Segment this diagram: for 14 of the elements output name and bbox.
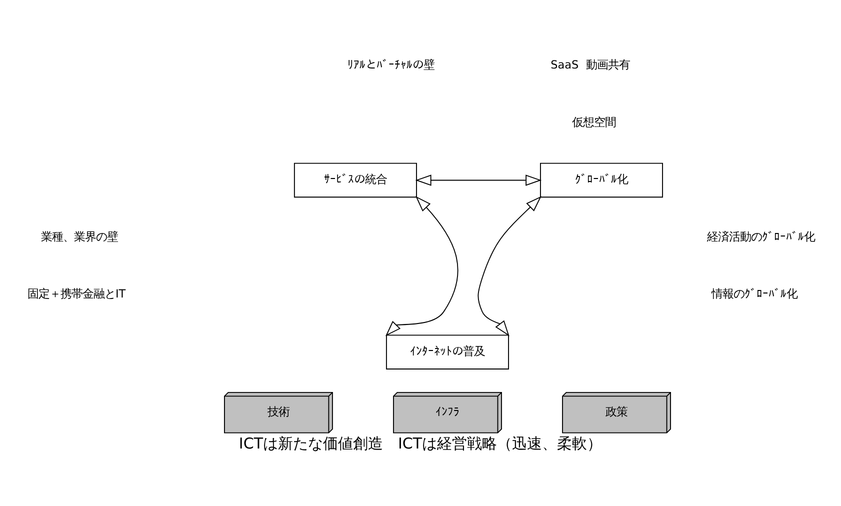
arrow <box>478 196 542 336</box>
caption: ICTは新たな価値創造 ICTは経営戦略（迅速、柔軟） <box>238 434 602 453</box>
label: ﾘｱﾙとﾊﾞｰﾁｬﾙの壁 <box>348 58 435 72</box>
node-box: ｲﾝﾀｰﾈｯﾄの普及 <box>386 334 509 370</box>
label: SaaS 動画共有 <box>550 58 630 72</box>
node-box: ｸﾞﾛｰﾊﾞﾙ化 <box>540 162 663 198</box>
label: 業種、業界の壁 <box>40 230 118 244</box>
label: 経済活動のｸﾞﾛｰﾊﾞﾙ化 <box>707 230 816 244</box>
arrow <box>385 196 458 336</box>
label: 情報のｸﾞﾛｰﾊﾞﾙ化 <box>712 288 798 301</box>
label: 固定＋携帯金融とIT <box>27 288 126 301</box>
arrow <box>415 174 542 186</box>
node-box: ｻｰﾋﾞｽの統合 <box>294 162 417 198</box>
label: 仮想空間 <box>572 116 616 129</box>
